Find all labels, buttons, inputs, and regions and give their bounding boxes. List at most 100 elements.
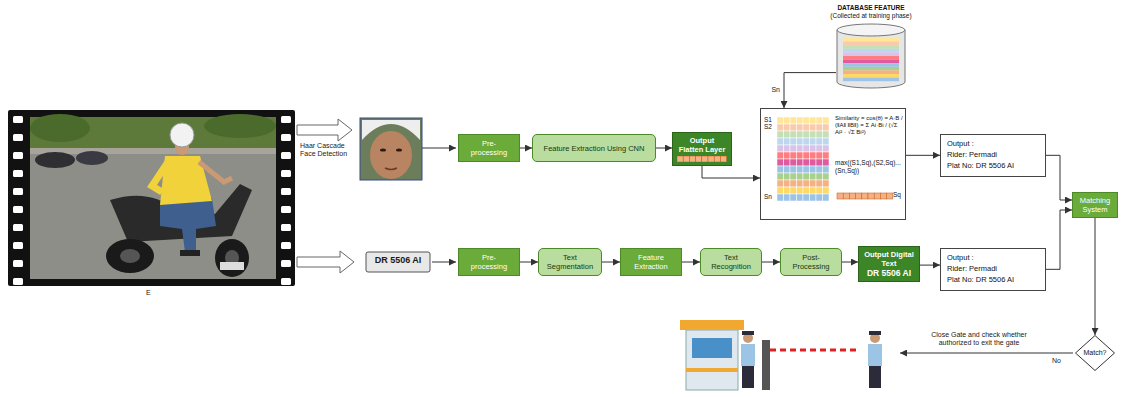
- feature-matrix: [803, 159, 810, 166]
- feature-matrix: [784, 152, 791, 159]
- flatten-cells: [696, 156, 702, 162]
- database-cylinder: DATABASE FEATURE(Collected at training p…: [825, 4, 917, 89]
- feature-matrix: [823, 152, 830, 159]
- feature-matrix: [810, 173, 817, 180]
- rider-photo: [180, 250, 200, 256]
- feature-matrix: [837, 193, 843, 199]
- edge-label: Sn: [770, 86, 781, 94]
- connector-arrow: [682, 262, 700, 263]
- film-hole: [281, 278, 291, 285]
- film-hole: [13, 134, 23, 141]
- rider-photo: [220, 262, 244, 270]
- feature-matrix: [803, 173, 810, 180]
- flow-arrow: [900, 353, 1073, 354]
- feature-matrix: [823, 138, 830, 145]
- node-text: Output Digital Text: [864, 250, 914, 268]
- feature-matrix: [856, 193, 862, 199]
- node-text: Post-Processing: [786, 253, 836, 271]
- output-box: Output Digital TextDR 5506 AI: [858, 246, 920, 282]
- connector-arrow: [602, 262, 620, 263]
- gate-illustration: [686, 330, 738, 390]
- gate-illustration: [869, 331, 881, 335]
- feature-matrix: [823, 187, 830, 194]
- flatten-cells: [714, 156, 720, 162]
- feature-matrix: [810, 180, 817, 187]
- rider-photo: [152, 162, 168, 192]
- node-text: Feature Extraction: [626, 253, 676, 271]
- film-hole: [13, 260, 23, 267]
- feature-matrix: [777, 159, 784, 166]
- feature-matrix: [777, 173, 784, 180]
- feature-matrix: [810, 166, 817, 173]
- cylinder-outline: [843, 77, 899, 81]
- flow-arrow: [422, 148, 456, 149]
- connector-arrow: [1046, 155, 1072, 200]
- feature-matrix: [790, 117, 797, 124]
- feature-matrix: [810, 187, 817, 194]
- feature-matrix: [823, 145, 830, 152]
- film-hole: [13, 242, 23, 249]
- feature-matrix: [784, 159, 791, 166]
- cylinder-outline: [843, 63, 899, 67]
- feature-matrix: [784, 117, 791, 124]
- film-hole: [281, 134, 291, 141]
- node-text: Plat No: DR 5506 AI: [947, 161, 1014, 172]
- connector-arrow: [920, 265, 940, 266]
- flatten-cells: [702, 156, 708, 162]
- feature-matrix: [784, 194, 791, 201]
- rider-photo: [160, 198, 216, 252]
- feature-matrix: [797, 194, 804, 201]
- film-hole: [281, 242, 291, 249]
- cylinder-outline: [843, 56, 899, 60]
- connector-arrow: [520, 262, 538, 263]
- cylinder-outline: [843, 52, 899, 56]
- flatten-cells: [677, 156, 683, 162]
- outline-arrow: [297, 119, 352, 141]
- node-text: Matching System: [1078, 196, 1112, 214]
- cylinder-outline: [843, 41, 899, 45]
- process-box: Matching System: [1072, 192, 1118, 218]
- gate-illustration: [742, 366, 754, 388]
- node-text: Output :: [947, 139, 974, 150]
- feature-matrix: [823, 173, 830, 180]
- gate-illustration: [680, 320, 882, 390]
- feature-matrix: [790, 166, 797, 173]
- process-box: Pre-processing: [458, 134, 520, 162]
- feature-matrix: [784, 166, 791, 173]
- film-hole: [281, 170, 291, 177]
- film-hole: [281, 188, 291, 195]
- cylinder-outline: [836, 23, 906, 89]
- annotation-label: No: [1052, 357, 1061, 365]
- feature-matrix: [790, 145, 797, 152]
- feature-matrix: [803, 187, 810, 194]
- gate-illustration: [762, 340, 770, 390]
- output-box: OutputFlatten Layer: [672, 132, 732, 166]
- cylinder-outline: [843, 74, 899, 78]
- feature-matrix: [823, 131, 830, 138]
- rider-photo: [30, 114, 90, 142]
- feature-matrix: [784, 173, 791, 180]
- node-text: DR 5506 AI: [867, 268, 911, 278]
- cylinder-outline: [843, 48, 899, 52]
- feature-matrix: [797, 145, 804, 152]
- plate-text: DR 5506 AI: [366, 255, 430, 266]
- gate-illustration: [680, 320, 744, 330]
- node-text: Text Segmentation: [544, 253, 596, 271]
- feature-matrix: [816, 117, 823, 124]
- rider-photo: [204, 114, 276, 138]
- plate-crop: [366, 252, 430, 272]
- process-box: Text Segmentation: [538, 248, 602, 276]
- process-box: Pre-processing: [458, 248, 520, 276]
- feature-matrix: [803, 145, 810, 152]
- cylinder-outline: [837, 24, 905, 36]
- node-text: Similarity = cos(θ) = A·B / (‖A‖ ‖B‖) = …: [835, 115, 903, 137]
- feature-matrix: [797, 166, 804, 173]
- connector-arrow: [784, 73, 836, 108]
- feature-matrix: [810, 152, 817, 159]
- feature-matrix: [810, 131, 817, 138]
- gate-illustration: [770, 349, 860, 352]
- flatten-cells: [683, 156, 689, 162]
- flatten-cells: [720, 156, 726, 162]
- face-crop: [370, 131, 412, 179]
